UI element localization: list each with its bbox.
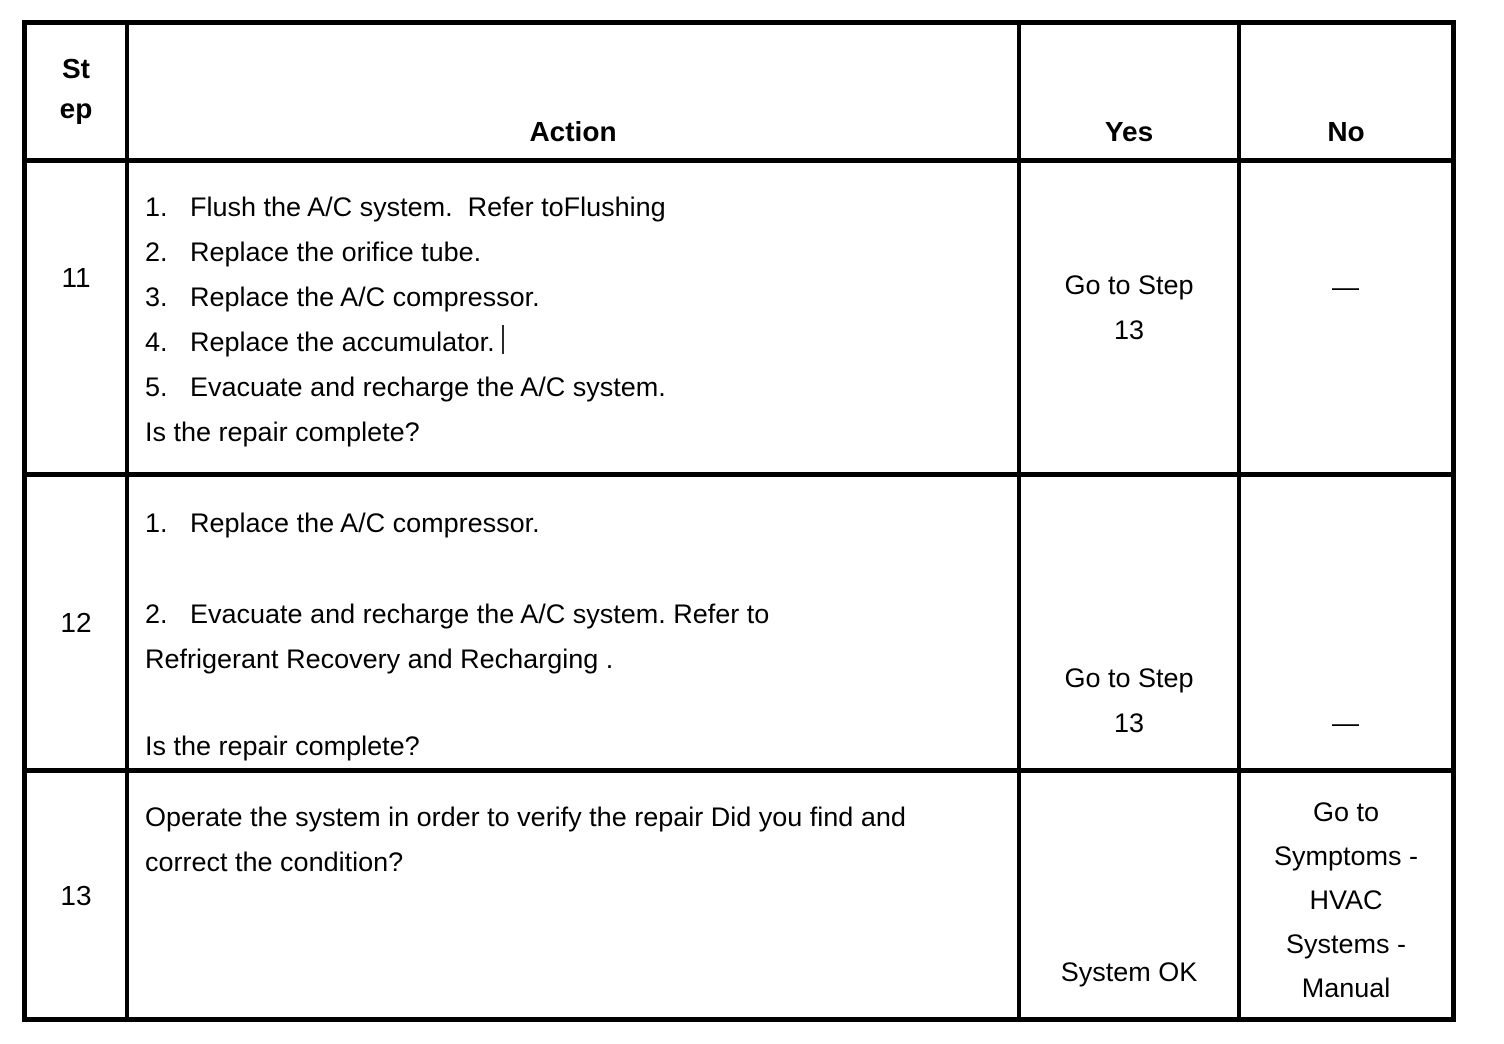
step-cell-13: 13 xyxy=(27,773,129,1017)
em-dash: — xyxy=(1332,708,1360,738)
no-line: Manual xyxy=(1301,973,1391,1003)
list-item-text: Replace the accumulator. xyxy=(190,327,495,357)
no-cell-13-text: Go to Symptoms - HVAC Systems - Manual xyxy=(1241,790,1451,1010)
list-item-text: Evacuate and recharge the A/C system. xyxy=(190,372,666,402)
header-action: Action xyxy=(129,25,1021,163)
list-item: 1. Flush the A/C system. Refer toFlushin… xyxy=(145,185,1005,230)
yes-line1: Go to Step xyxy=(1064,663,1194,693)
repair-question: Is the repair complete? xyxy=(145,731,420,761)
no-cell-12-text: — xyxy=(1241,701,1451,746)
yes-line2: 13 xyxy=(1113,708,1145,738)
diagnostic-table: St ep Action Yes No 11 1. Flush the A/C … xyxy=(22,20,1456,1022)
system-ok-text: System OK xyxy=(1060,957,1198,987)
no-cell-11-text: — xyxy=(1241,265,1451,310)
em-dash: — xyxy=(1332,272,1360,302)
list-number: 5. xyxy=(145,372,168,402)
step-number-12: 12 xyxy=(60,607,92,638)
list-number: 1. xyxy=(145,192,168,222)
list-item-text: Replace the A/C compressor. xyxy=(190,282,540,312)
list-number: 2. xyxy=(145,237,168,267)
no-cell-12: — xyxy=(1241,477,1451,773)
no-cell-11: — xyxy=(1241,163,1451,477)
text-cursor-artifact xyxy=(501,325,504,354)
list-item-text: Evacuate and recharge the A/C system. Re… xyxy=(190,599,770,629)
list-number: 4. xyxy=(145,327,168,357)
list-item: 4. Replace the accumulator. xyxy=(145,320,1005,365)
action-cell-13: Operate the system in order to verify th… xyxy=(129,773,1021,1017)
no-cell-13: Go to Symptoms - HVAC Systems - Manual xyxy=(1241,773,1451,1017)
list-item: 2. Evacuate and recharge the A/C system.… xyxy=(145,592,1005,637)
list-number: 2. xyxy=(145,599,168,629)
yes-cell-11-text: Go to Step 13 xyxy=(1021,263,1237,353)
no-line: Go to xyxy=(1312,797,1380,827)
list-number: 1. xyxy=(145,508,168,538)
list-item: 5. Evacuate and recharge the A/C system. xyxy=(145,365,1005,410)
no-line: HVAC xyxy=(1309,885,1383,915)
list-item: 2. Replace the orifice tube. xyxy=(145,230,1005,275)
step-number-13: 13 xyxy=(60,879,92,911)
yes-cell-11: Go to Step 13 xyxy=(1021,163,1241,477)
header-step-line2: ep xyxy=(59,92,93,124)
yes-cell-13: System OK xyxy=(1021,773,1241,1017)
list-item-continuation: Refrigerant Recovery and Recharging . xyxy=(145,644,614,674)
header-no: No xyxy=(1241,25,1451,163)
no-line: Systems - xyxy=(1285,929,1406,959)
list-item-text: Flush the A/C system. Refer toFlushing xyxy=(190,192,666,222)
no-line: Symptoms - xyxy=(1273,841,1419,871)
list-item-text: Replace the A/C compressor. xyxy=(190,508,540,538)
list-item: 3. Replace the A/C compressor. xyxy=(145,275,1005,320)
header-yes: Yes xyxy=(1021,25,1241,163)
yes-cell-12: Go to Step 13 xyxy=(1021,477,1241,773)
header-step-line1: St xyxy=(62,52,90,84)
action-cell-12: 1. Replace the A/C compressor. 2. Evacua… xyxy=(129,477,1021,773)
repair-question: Is the repair complete? xyxy=(145,417,420,447)
action-cell-11: 1. Flush the A/C system. Refer toFlushin… xyxy=(129,163,1021,477)
yes-cell-12-text: Go to Step 13 xyxy=(1021,656,1237,746)
yes-cell-13-text: System OK xyxy=(1021,950,1237,995)
list-number: 3. xyxy=(145,282,168,312)
yes-line1: Go to Step xyxy=(1064,269,1194,300)
verify-question: Operate the system in order to verify th… xyxy=(145,802,914,877)
list-item-text: Replace the orifice tube. xyxy=(190,237,482,267)
yes-line2: 13 xyxy=(1113,314,1145,345)
step-cell-12: 12 xyxy=(27,477,129,773)
header-step: St ep xyxy=(27,25,129,163)
step-number-11: 11 xyxy=(61,262,91,293)
list-item: 1. Replace the A/C compressor. xyxy=(145,501,1005,546)
step-cell-11: 11 xyxy=(27,163,129,477)
